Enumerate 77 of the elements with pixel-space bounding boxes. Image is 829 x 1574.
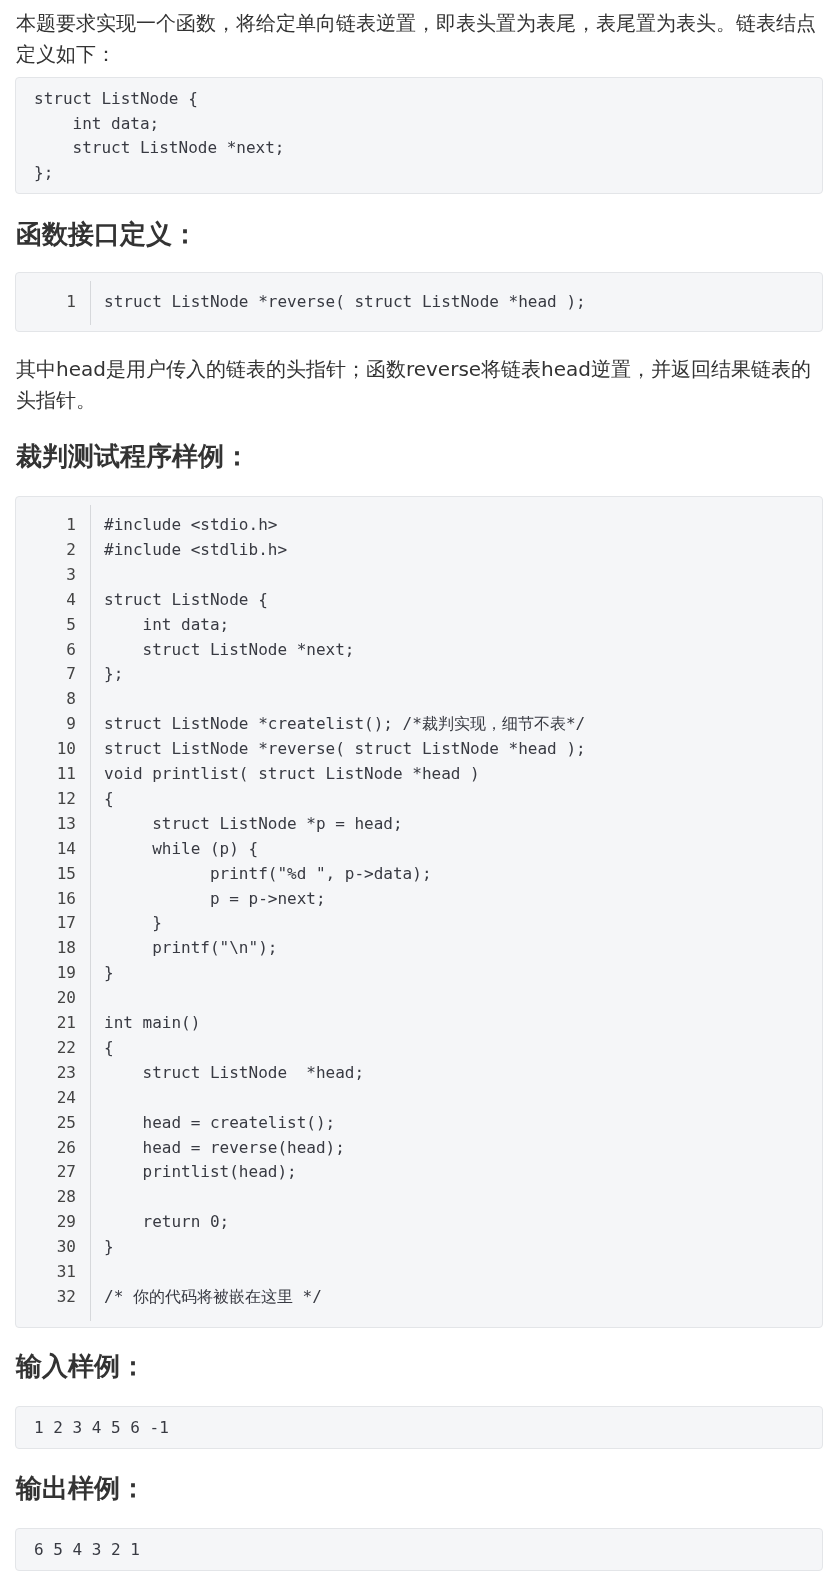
code-line: 1 2 3 4 5 6 -1 [34,1418,169,1438]
code-line: return 0; [141,1212,230,1233]
code-block [15,272,823,332]
code-line: struct ListNode *next; [141,639,355,660]
section-heading: 输出样例： [16,1472,147,1505]
line-number: 18 [55,938,76,959]
line-number: 17 [55,913,76,934]
line-number: 16 [55,888,76,909]
code-line: int main() [104,1013,201,1033]
code-line: while (p) { [151,838,259,859]
code-line: head = createlist(); [141,1112,336,1133]
code-line: int data; [71,113,160,134]
code-line: void printlist( struct ListNode *head ) [104,764,480,784]
code-block [15,77,823,194]
code-line: head = reverse(head); [141,1137,345,1158]
code-line: { [104,788,114,809]
section-heading: 输入样例： [16,1350,147,1383]
code-line: }; [34,162,54,183]
code-line: struct ListNode { [34,89,198,109]
code-line: #include <stdio.h> [104,515,278,535]
line-number: 3 [65,564,76,585]
code-block [15,1528,823,1571]
line-number: 19 [55,963,76,984]
line-number: 24 [55,1087,76,1108]
code-line: /* 你的代码将被嵌在这里 */ [104,1286,322,1307]
code-line: struct ListNode *next; [71,138,285,159]
line-number: 9 [65,714,76,735]
line-number: 32 [55,1286,76,1307]
code-line: int data; [141,614,230,635]
code-line: printf("\n"); [151,938,278,959]
line-number: 23 [55,1062,76,1083]
line-number: 27 [55,1162,76,1183]
line-number: 31 [55,1262,76,1282]
line-number: 8 [65,689,76,710]
code-line: { [104,1037,114,1058]
line-number: 6 [65,639,76,660]
code-line: } [104,1237,114,1258]
line-number: 14 [55,838,76,859]
line-number: 5 [65,614,76,635]
line-number: 1 [65,292,76,312]
line-number: 20 [55,988,76,1009]
paragraph: 本题要求实现一个函数，将给定单向链表逆置，即表头置为表尾，表尾置为表头。链表结点定义如下： [16,10,816,68]
line-number: 21 [55,1013,76,1033]
line-number: 7 [65,664,76,685]
code-line: struct ListNode *head; [141,1062,365,1083]
code-line: }; [104,664,124,685]
line-number: 22 [55,1037,76,1058]
code-line: struct ListNode *reverse( struct ListNode *head ); [104,292,586,312]
line-number: 10 [55,739,76,760]
code-line: #include <stdlib.h> [104,539,288,560]
code-block [15,1406,823,1449]
line-number: 2 [65,539,76,560]
line-number: 15 [55,863,76,884]
section-heading: 函数接口定义： [16,218,199,251]
code-line: } [151,913,162,934]
section-heading: 裁判测试程序样例： [16,440,251,473]
paragraph: 其中head是用户传入的链表的头指针；函数reverse将链表head逆置，并返回结果链表的头指针。 [16,356,813,414]
line-number: 1 [65,515,76,535]
code-line: struct ListNode { [104,589,268,610]
code-line: printlist(head); [141,1162,297,1183]
line-number: 25 [55,1112,76,1133]
code-line: struct ListNode *reverse( struct ListNode *head ); [104,739,586,760]
code-line: printf("%d ", p->data); [208,863,432,884]
line-number: 11 [55,764,76,784]
code-line: p = p->next; [208,888,326,909]
code-line: 6 5 4 3 2 1 [34,1540,140,1560]
line-number: 26 [55,1137,76,1158]
line-number: 30 [55,1237,76,1258]
line-number: 29 [55,1212,76,1233]
code-line: } [104,963,114,984]
line-number: 4 [65,589,76,610]
code-line: struct ListNode *createlist(); /*裁判实现，细节不表*/ [104,714,586,735]
line-number: 12 [55,788,76,809]
line-number: 13 [55,813,76,834]
line-number: 28 [55,1187,76,1208]
code-line: struct ListNode *p = head; [151,813,403,834]
code-block [15,496,823,1328]
